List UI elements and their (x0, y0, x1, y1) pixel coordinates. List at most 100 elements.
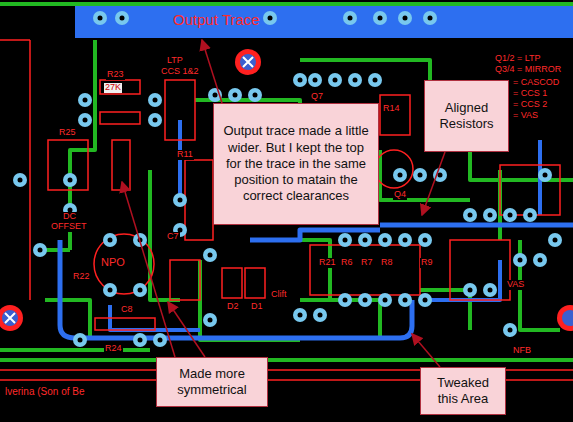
pad (418, 233, 432, 247)
silkscreen-label: OFFSET (50, 222, 88, 232)
pad-hole (318, 313, 323, 318)
pad (378, 293, 392, 307)
silkscreen-label: R21 (318, 258, 337, 268)
silkscreen-label: = CCS 1 (512, 89, 548, 99)
pad-hole (363, 298, 368, 303)
pad-hole (423, 298, 428, 303)
callout-box: Made more symmetrical (156, 357, 268, 407)
silkscreen-label: R8 (380, 258, 394, 268)
pad-hole (383, 238, 388, 243)
pad (313, 308, 327, 322)
pad (148, 113, 162, 127)
pad-hole (233, 93, 238, 98)
callout-box: Aligned Resistors (424, 80, 509, 152)
pad-hole (313, 78, 318, 83)
pad (343, 11, 357, 25)
pad-hole (363, 238, 368, 243)
pad-hole (108, 238, 113, 243)
silkscreen-label: Q3/4 = MIRROR (494, 65, 562, 75)
pad (78, 113, 92, 127)
pad-hole (378, 16, 383, 21)
pad (368, 73, 382, 87)
pad-hole (78, 338, 83, 343)
silkscreen-label: R22 (72, 272, 91, 282)
silkscreen-label: LTP (166, 56, 184, 66)
pad (248, 88, 262, 102)
pad-hole (268, 16, 273, 21)
pad (328, 73, 342, 87)
pad-hole (343, 298, 348, 303)
pad (348, 73, 362, 87)
pad-hole (208, 253, 213, 258)
pad-hole (468, 288, 473, 293)
pad-hole (398, 173, 403, 178)
silkscreen-label: R11 (176, 150, 194, 160)
silkscreen-label: C8 (120, 305, 134, 315)
silkscreen-label: = CCS 2 (512, 100, 548, 110)
pad-hole (298, 78, 303, 83)
pad-hole (538, 258, 543, 263)
pad (93, 11, 107, 25)
silkscreen-label: lverina (Son of Be (4, 386, 86, 397)
silkscreen-label: DC (62, 212, 77, 222)
pad-hole (528, 213, 533, 218)
pads (13, 11, 562, 347)
pad-hole (178, 198, 183, 203)
mounting-holes (0, 49, 573, 331)
pad-hole (418, 173, 423, 178)
pad-hole (518, 258, 523, 263)
pad-hole (403, 298, 408, 303)
pad (463, 283, 477, 297)
pad (523, 208, 537, 222)
pad-hole (83, 98, 88, 103)
silkscreen-label: D1 (250, 302, 264, 312)
pad-hole (468, 213, 473, 218)
pad (33, 243, 47, 257)
silkscreen-label: R14 (382, 104, 401, 114)
pad-hole (488, 213, 493, 218)
silkscreen (0, 40, 573, 380)
silkscreen-label: Q1/2 = LTP (494, 54, 542, 64)
silkscreen-label: 27K (104, 83, 122, 93)
silkscreen-label: R6 (340, 258, 354, 268)
pad (63, 173, 77, 187)
pad (503, 208, 517, 222)
pad (78, 93, 92, 107)
pad-hole (543, 173, 548, 178)
silkscreen-label: C7 (166, 232, 180, 242)
callout-text: Output trace made a little wider. But I … (219, 123, 373, 204)
pad (358, 233, 372, 247)
pad (463, 208, 477, 222)
blue-traces (60, 6, 573, 338)
pad-hole (403, 238, 408, 243)
pad (203, 313, 217, 327)
callout-text: Made more symmetrical (162, 366, 262, 399)
pad (203, 248, 217, 262)
pad-hole (508, 328, 513, 333)
pad (13, 173, 27, 187)
pad (263, 11, 277, 25)
pad-hole (108, 288, 113, 293)
trace-label: Output Trace (172, 12, 261, 29)
pad (293, 73, 307, 87)
pad-hole (508, 213, 513, 218)
pad-hole (428, 16, 433, 21)
callout-text: Aligned Resistors (430, 100, 503, 133)
pad-hole (488, 288, 493, 293)
pad (398, 293, 412, 307)
silkscreen-label: = CASCOD (512, 78, 560, 88)
pad (228, 88, 242, 102)
silkscreen-label: D2 (226, 302, 240, 312)
pad-hole (333, 78, 338, 83)
pad (338, 293, 352, 307)
pad (373, 11, 387, 25)
pad (513, 253, 527, 267)
pad (148, 93, 162, 107)
pad (293, 308, 307, 322)
pad-hole (83, 118, 88, 123)
callout-box: Output trace made a little wider. But I … (213, 103, 379, 225)
green-traces (0, 4, 573, 360)
silkscreen-label: R9 (420, 258, 434, 268)
pad-hole (213, 93, 218, 98)
pad-hole (153, 118, 158, 123)
